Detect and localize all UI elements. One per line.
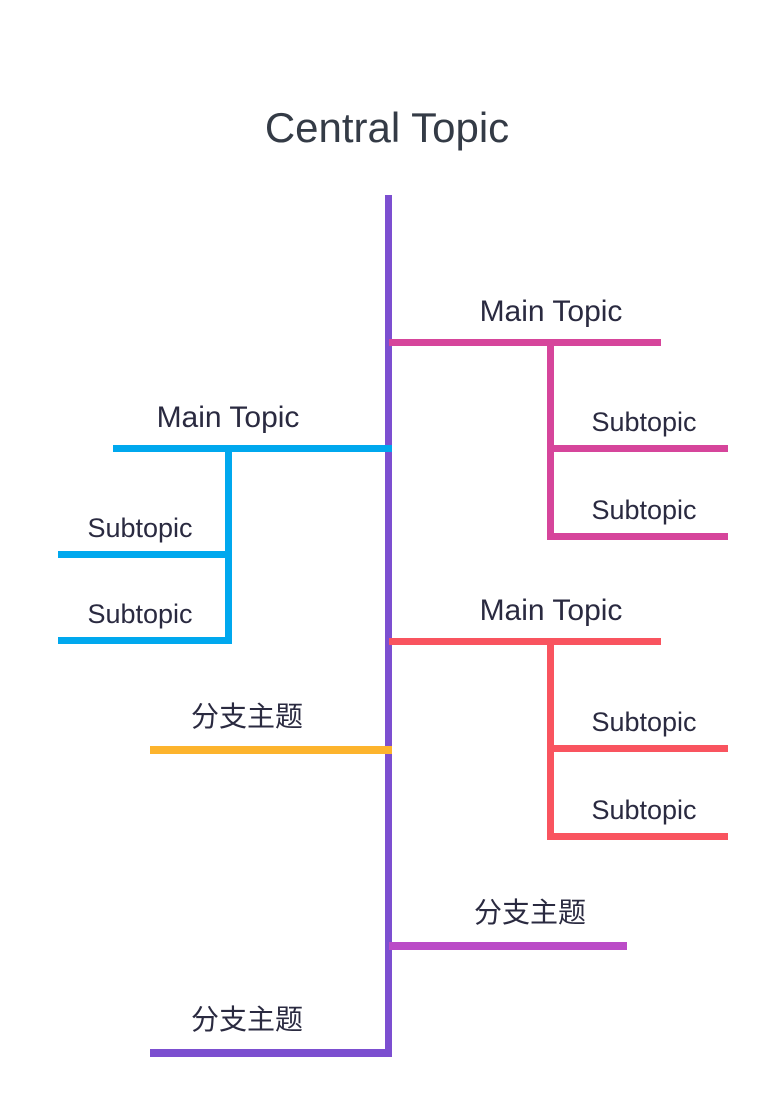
subtopic-underline [547, 833, 728, 840]
branch-topic-label[interactable]: 分支主题 [190, 701, 303, 732]
subtopic-label[interactable]: Subtopic [591, 707, 697, 737]
central-topic-label[interactable]: Central Topic [264, 104, 510, 151]
subtopic-underline [58, 551, 232, 558]
branch-topic-label[interactable]: 分支主题 [190, 1004, 303, 1035]
main-topic-label[interactable]: Main Topic [479, 295, 623, 328]
branch-child-connector [547, 339, 554, 540]
branch-child-connector [547, 638, 554, 840]
subtopic-label[interactable]: Subtopic [591, 495, 697, 525]
main-topic-label[interactable]: Main Topic [156, 401, 300, 434]
spine-line [385, 195, 392, 1056]
branch-underline [113, 445, 392, 452]
subtopic-label[interactable]: Subtopic [87, 599, 193, 629]
branch-child-connector [225, 445, 232, 644]
branch-underline [389, 339, 661, 346]
branch-topic-label[interactable]: 分支主题 [473, 897, 586, 928]
branch-underline [389, 638, 661, 645]
subtopic-label[interactable]: Subtopic [591, 407, 697, 437]
main-topic-label[interactable]: Main Topic [479, 594, 623, 627]
subtopic-underline [58, 637, 232, 644]
subtopic-label[interactable]: Subtopic [591, 795, 697, 825]
branch-underline [389, 942, 627, 950]
subtopic-label[interactable]: Subtopic [87, 513, 193, 543]
subtopic-underline [547, 445, 728, 452]
branch-underline [150, 746, 392, 754]
branch-underline [150, 1049, 392, 1057]
subtopic-underline [547, 533, 728, 540]
subtopic-underline [547, 745, 728, 752]
